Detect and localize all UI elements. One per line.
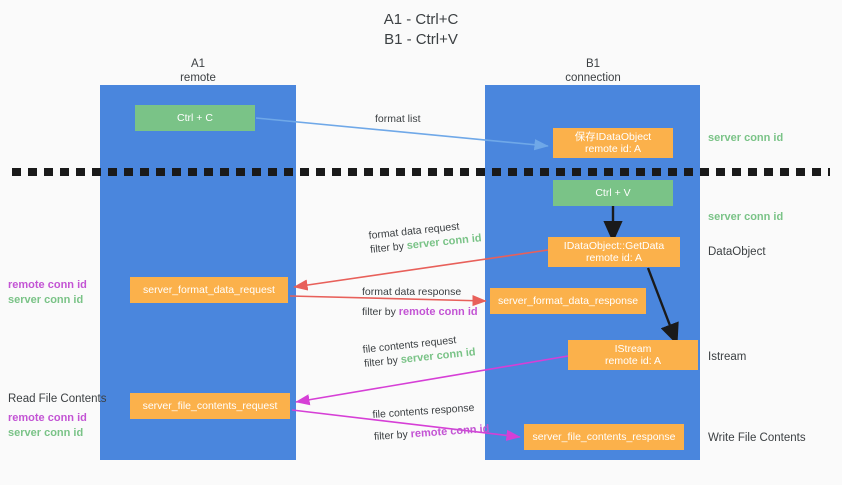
lane-a1-header: A1 remote — [140, 58, 256, 85]
node-istream[interactable]: IStream remote id: A — [568, 340, 698, 370]
diagram-title: A1 - Ctrl+C B1 - Ctrl+V — [0, 10, 842, 50]
filter-prefix: filter by — [362, 306, 399, 318]
filter-prefix: filter by — [363, 354, 402, 370]
title-line-2: B1 - Ctrl+V — [384, 31, 458, 48]
edge-label-file-contents-response-filter: filter by remote conn id — [374, 422, 490, 444]
note-server-conn-id-top: server conn id — [708, 132, 784, 144]
node-save-idataobject-title: 保存IDataObject — [574, 130, 652, 143]
lane-a1-subtitle: remote — [180, 71, 216, 84]
node-save-idataobject-remote-id: remote id: A — [584, 143, 642, 155]
note-server-conn-id-mid: server conn id — [708, 211, 784, 223]
node-ctrl-v-label: Ctrl + V — [595, 186, 631, 199]
note-write-file-contents: Write File Contents — [708, 432, 806, 444]
edge-label-format-data-response-text: format data response — [362, 286, 462, 298]
node-server-file-contents-request[interactable]: server_file_contents_request — [130, 393, 290, 419]
note-istream: Istream — [708, 351, 747, 363]
node-istream-title: IStream — [614, 342, 652, 355]
filter-key-remote-conn-id: remote conn id — [410, 422, 490, 441]
edge-label-file-contents-request: file contents request filter by server c… — [362, 331, 476, 371]
filter-prefix: filter by — [373, 428, 412, 443]
node-ctrl-v[interactable]: Ctrl + V — [553, 180, 673, 206]
lane-a1-name: A1 — [190, 58, 206, 70]
note-conn-id-pair-bottom: remote conn id server conn id — [8, 411, 87, 441]
filter-prefix: filter by — [369, 240, 408, 256]
node-server-file-contents-response-label: server_file_contents_response — [532, 430, 676, 443]
note-read-file-contents: Read File Contents — [8, 393, 107, 405]
note-conn-id-pair-top: remote conn id server conn id — [8, 278, 87, 308]
node-getdata-title: IDataObject::GetData — [563, 239, 665, 252]
note-server-conn-id-1: server conn id — [8, 294, 84, 306]
filter-key-remote-conn-id: remote conn id — [398, 306, 478, 318]
node-save-idataobject[interactable]: 保存IDataObject remote id: A — [553, 128, 673, 158]
note-server-conn-id-2: server conn id — [8, 427, 84, 439]
node-server-file-contents-request-label: server_file_contents_request — [142, 399, 278, 412]
node-server-format-data-request[interactable]: server_format_data_request — [130, 277, 288, 303]
edge-label-format-data-request: format data request filter by server con… — [368, 217, 482, 257]
lane-b1-name: B1 — [585, 58, 601, 70]
edge-label-file-contents-response-text: file contents response — [372, 401, 475, 421]
lane-b1-subtitle: connection — [565, 71, 621, 84]
title-line-1: A1 - Ctrl+C — [383, 11, 459, 28]
node-istream-remote-id: remote id: A — [604, 355, 662, 367]
node-server-format-data-response[interactable]: server_format_data_response — [490, 288, 646, 314]
note-remote-conn-id-1: remote conn id — [8, 279, 87, 291]
node-server-file-contents-response[interactable]: server_file_contents_response — [524, 424, 684, 450]
node-ctrl-c[interactable]: Ctrl + C — [135, 105, 255, 131]
edge-label-format-data-response: format data response filter by remote co… — [362, 285, 478, 319]
node-ctrl-c-label: Ctrl + C — [177, 111, 213, 124]
node-server-format-data-request-label: server_format_data_request — [143, 283, 275, 296]
node-idataobject-getdata[interactable]: IDataObject::GetData remote id: A — [548, 237, 680, 267]
node-server-format-data-response-label: server_format_data_response — [497, 294, 639, 307]
note-dataobject: DataObject — [708, 246, 766, 258]
node-getdata-remote-id: remote id: A — [585, 252, 643, 264]
edge-label-format-list-text: format list — [375, 113, 421, 125]
edge-label-file-contents-response: file contents response filter by remote … — [372, 400, 490, 444]
edge-label-format-data-response-filter: filter by remote conn id — [362, 305, 478, 319]
note-remote-conn-id-2: remote conn id — [8, 412, 87, 424]
lane-b1-header: B1 connection — [530, 58, 656, 85]
edge-label-format-list: format list — [375, 112, 421, 126]
